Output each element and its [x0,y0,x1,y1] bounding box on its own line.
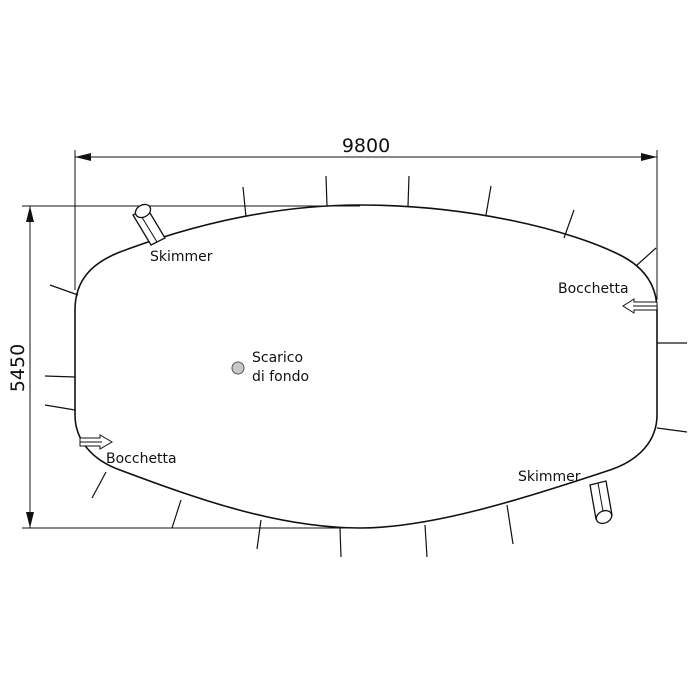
rib [656,427,688,433]
pool-outline [74,204,658,529]
rib [407,175,410,207]
skimmer-bottom-right [589,480,613,525]
skimmer-top-label: Skimmer [150,249,213,265]
skimmer-cap [134,203,152,219]
drain-icon [231,361,245,375]
bocchetta-right-label: Bocchetta [558,281,629,297]
bocchetta-left-arrow-icon [79,434,113,450]
rib [635,247,657,267]
rib [91,471,107,499]
rib [325,175,328,207]
dimension-arrow-left [75,153,91,161]
skimmer-top-left [132,203,166,246]
skimmer-inner-line [139,213,158,243]
height-dimension-text: 5450 [7,344,29,392]
rib [171,499,182,529]
skimmer-cap [595,509,613,525]
rib [563,209,575,239]
rib [506,504,514,545]
perimeter-ribs [44,175,688,558]
rib [44,375,76,378]
rib [242,186,247,218]
width-dimension-text: 9800 [342,135,390,157]
height-dimension: 5450 [7,205,360,529]
dimension-arrow-top [26,206,34,222]
rib [339,527,342,558]
dimension-arrow-bottom [26,512,34,528]
width-dimension: 9800 [74,135,658,300]
scarico-label-line2: di fondo [252,369,309,385]
rib [49,284,79,296]
rib [44,404,76,411]
bocchetta-left-label: Bocchetta [106,451,177,467]
rib [424,524,428,558]
rib [485,185,492,216]
scarico-label-line1: Scarico [252,350,303,366]
bocchetta-right-arrow-icon [622,298,658,314]
rib [256,519,262,550]
dimension-arrow-right [641,153,657,161]
skimmer-bottom-label: Skimmer [518,469,581,485]
